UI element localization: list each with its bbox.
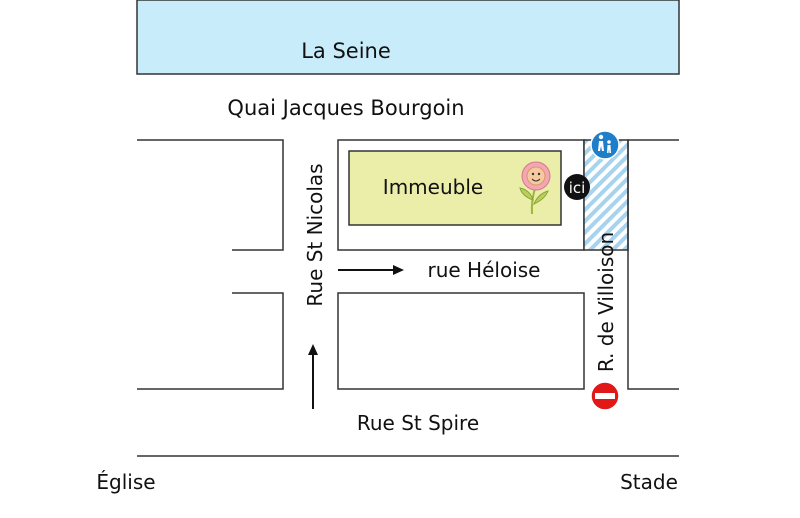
block-right — [627, 139, 679, 390]
block-top-left — [137, 139, 284, 251]
street-label-st-nicolas: Rue St Nicolas — [303, 163, 327, 306]
pedestrian-sign-icon — [590, 130, 620, 160]
street-label-st-spire: Rue St Spire — [357, 411, 479, 435]
block-bottom-center — [337, 292, 585, 390]
flower-icon — [519, 161, 551, 215]
location-marker — [564, 174, 590, 200]
no-entry-sign-icon — [590, 381, 620, 411]
river — [136, 0, 680, 75]
street-label-quai: Quai Jacques Bourgoin — [227, 96, 464, 120]
street-label-villoison: R. de Villoison — [594, 232, 618, 372]
one-way-arrow-east-icon — [338, 265, 404, 275]
place-label-stade: Stade — [620, 470, 678, 494]
place-label-eglise: Église — [96, 470, 155, 494]
building — [348, 150, 562, 226]
building-label: Immeuble — [383, 175, 483, 199]
street-label-heloise: rue Héloise — [428, 258, 541, 282]
block-bottom-left — [137, 292, 284, 390]
river-label: La Seine — [301, 39, 391, 63]
location-marker-label: ici — [569, 179, 586, 197]
one-way-arrow-north-icon — [308, 344, 318, 409]
